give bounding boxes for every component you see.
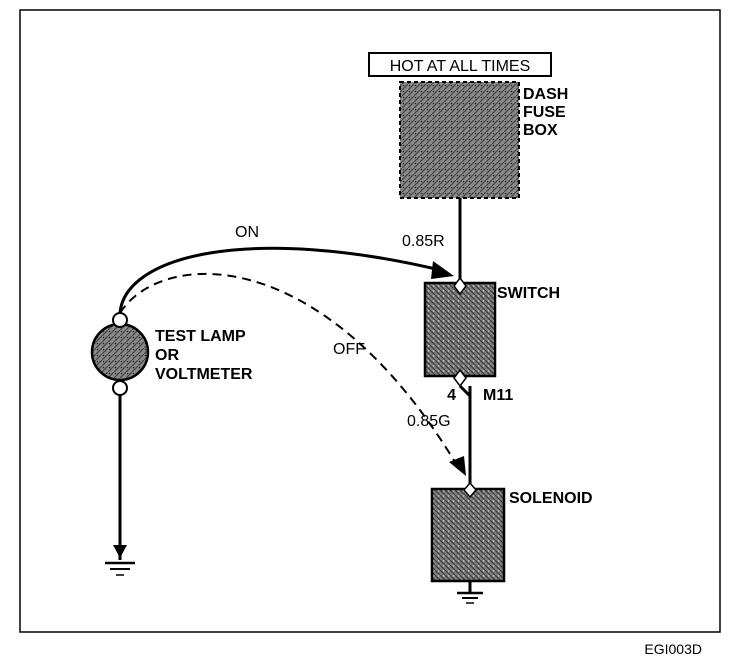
- probe-off-arrowhead: [449, 456, 466, 476]
- solenoid-label: SOLENOID: [509, 490, 593, 507]
- probe-on-arrowhead: [431, 261, 454, 279]
- switch-label: SWITCH: [497, 285, 560, 302]
- connector-name: M11: [483, 387, 513, 404]
- connector-pin-number: 4: [447, 387, 456, 404]
- test-device-label-line2: OR: [155, 347, 179, 364]
- test-device-label-line1: TEST LAMP: [155, 328, 246, 345]
- fuse-box-label-line1: DASH: [523, 86, 568, 103]
- test-lamp-ground-icon: [105, 545, 135, 576]
- diagram-frame: [19, 9, 721, 633]
- probe-off-lead: [119, 273, 456, 463]
- dash-fuse-box: DASH FUSE BOX: [399, 81, 568, 199]
- power-source-label-box: HOT AT ALL TIMES: [368, 52, 552, 77]
- switch-top-terminal: [453, 276, 467, 296]
- wire-label-power-to-switch: 0.85R: [402, 233, 445, 250]
- probe-off-label: OFF: [333, 341, 365, 358]
- test-device-label-line3: VOLTMETER: [155, 366, 253, 383]
- solenoid-terminal: [463, 481, 477, 499]
- fuse-box-label-line3: BOX: [523, 122, 558, 139]
- switch-component: SWITCH: [423, 276, 560, 388]
- fuse-box-label-line2: FUSE: [523, 104, 566, 121]
- solenoid-ground-icon: [457, 581, 483, 604]
- solenoid-component: SOLENOID: [430, 481, 593, 583]
- probe-on-lead: [118, 246, 441, 314]
- figure-id: EGI003D: [644, 641, 702, 657]
- probe-on-label: ON: [235, 224, 259, 241]
- power-source-label: HOT AT ALL TIMES: [390, 58, 531, 75]
- wire-jog: [458, 384, 472, 398]
- test-lamp-icon: [90, 312, 150, 396]
